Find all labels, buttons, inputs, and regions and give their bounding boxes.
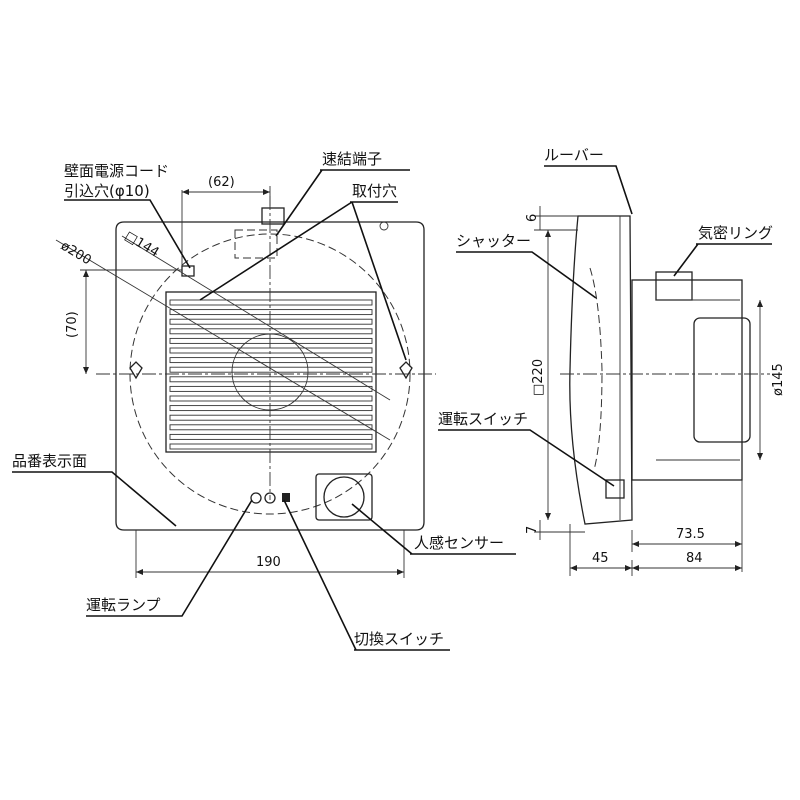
dim-phi200: ø200: [58, 239, 94, 269]
dimension-texts: (62) (70) ø200 □144 190 6 □220 ø145 7 73…: [58, 175, 786, 570]
sensor-window: [315, 473, 373, 521]
mount-slot-left: [129, 361, 143, 380]
dim-73-5: 73.5: [676, 527, 705, 542]
label-motion-sensor: 人感センサー: [414, 534, 504, 552]
louver-slat: [169, 357, 373, 364]
label-model-face: 品番表示面: [12, 452, 87, 470]
dim-84: 84: [686, 551, 703, 566]
louver-slat: [169, 299, 373, 306]
front-dimensions: [55, 186, 405, 578]
terminal-box: [234, 229, 278, 259]
motor-housing: [693, 317, 751, 443]
front-view: [96, 196, 436, 531]
louver-slat: [169, 376, 373, 383]
airtight-ring-block: [655, 271, 693, 301]
labels: 壁面電源コード 引込穴(φ10) 速結端子 取付穴 ルーバー シャッター 気密リ…: [12, 146, 773, 648]
sensor-lens: [323, 476, 365, 518]
louver-slat: [169, 443, 373, 450]
louver-slat: [169, 385, 373, 392]
dim-6: 6: [525, 214, 540, 222]
label-cord-hole-line2: 引込穴(φ10): [64, 182, 150, 200]
rear-body: [631, 279, 743, 481]
label-cord-hole-line1: 壁面電源コード: [64, 162, 169, 180]
louver-slat: [169, 318, 373, 325]
cord-hole: [181, 265, 195, 277]
label-louver: ルーバー: [544, 146, 604, 164]
terminal-block: [261, 207, 285, 225]
select-switch-indicator: [282, 493, 290, 502]
dim-phi145: ø145: [771, 363, 786, 396]
leader-lines: [12, 165, 772, 651]
label-shutter: シャッター: [456, 232, 531, 250]
louver-slat: [169, 395, 373, 402]
louver-slat: [169, 347, 373, 354]
label-run-switch: 運転スイッチ: [438, 410, 528, 428]
label-select-switch: 切換スイッチ: [354, 630, 444, 648]
front-panel-outline: [115, 221, 425, 531]
louver-slat: [169, 328, 373, 335]
run-lamp-indicator-2: [264, 492, 276, 504]
side-view: [560, 215, 770, 525]
dim-62: (62): [208, 175, 235, 190]
dim-sq220: □220: [531, 359, 546, 396]
louver-slat: [169, 337, 373, 344]
dim-70: (70): [65, 311, 80, 338]
louver-slat: [169, 405, 373, 412]
shutter-outline: [589, 267, 603, 471]
side-louver-body: [569, 215, 633, 525]
label-mount-hole: 取付穴: [352, 182, 397, 200]
louver-slat: [169, 424, 373, 431]
dim-sq144: □144: [122, 229, 162, 261]
label-run-lamp: 運転ランプ: [86, 596, 161, 614]
louver-slat: [169, 366, 373, 373]
dim-190: 190: [256, 555, 281, 570]
label-quick-terminal: 速結端子: [322, 150, 382, 168]
side-run-switch: [605, 479, 625, 499]
dim-7: 7: [525, 526, 540, 534]
run-lamp-indicator: [250, 492, 262, 504]
louver-slat: [169, 309, 373, 316]
mount-hole-top-right: [379, 221, 389, 231]
mount-slot-right: [399, 361, 413, 380]
louver-slat: [169, 433, 373, 440]
side-dimensions: [534, 206, 763, 576]
louver-slat: [169, 414, 373, 421]
dim-45: 45: [592, 551, 609, 566]
label-airtight-ring: 気密リング: [698, 224, 773, 242]
